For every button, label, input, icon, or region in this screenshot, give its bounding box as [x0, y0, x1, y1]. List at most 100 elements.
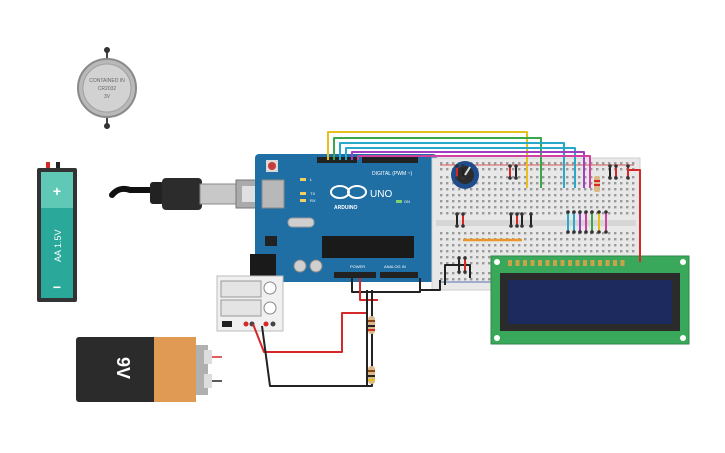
reset-button[interactable]	[268, 162, 276, 170]
lcd-pin[interactable]	[553, 260, 557, 266]
jumper-end	[509, 212, 513, 216]
arduino-uno-board[interactable]: DIGITAL (PWM ~) UNO ARDUINO L TX RX ON P…	[250, 154, 437, 282]
wire-black-gnd	[351, 278, 421, 293]
breadboard-jumpers[interactable]	[455, 164, 630, 274]
arduino-model: UNO	[370, 189, 392, 200]
wire-cyan-1	[339, 142, 565, 188]
jumper-end	[614, 164, 618, 168]
jumper-end	[529, 212, 533, 216]
digital-header-left[interactable]	[317, 157, 357, 163]
jumper-end	[604, 230, 608, 234]
jumper-end	[584, 230, 588, 234]
jumper-end	[455, 224, 459, 228]
jumper-end	[461, 212, 465, 216]
digital-label: DIGITAL (PWM ~)	[372, 171, 412, 177]
jumper-end	[508, 176, 512, 180]
jumper-end	[566, 230, 570, 234]
lcd-pin[interactable]	[523, 260, 527, 266]
wire-black-chain	[444, 264, 471, 285]
jumper-end	[461, 164, 465, 168]
lcd-pin[interactable]	[538, 260, 542, 266]
lcd-pin[interactable]	[568, 260, 572, 266]
on-led-label: ON	[404, 199, 410, 204]
jumper-end	[461, 224, 465, 228]
jumper-end	[578, 210, 582, 214]
jumper-end	[597, 210, 601, 214]
aa-plus-label: +	[53, 183, 61, 199]
arduino-logo-icon	[330, 185, 367, 199]
wire-black-bb	[420, 280, 441, 291]
digital-header-right[interactable]	[362, 157, 418, 163]
lcd-pin[interactable]	[620, 260, 625, 266]
wire-red-pm	[252, 312, 368, 353]
resistor-2[interactable]	[368, 366, 375, 384]
jumper-end	[455, 176, 459, 180]
aa-battery[interactable]: + − AA 1.5V	[37, 162, 77, 302]
jumper-end	[572, 230, 576, 234]
lcd-pin[interactable]	[613, 260, 617, 266]
lcd-pin[interactable]	[560, 260, 565, 266]
jumper-end	[455, 212, 459, 216]
aa-battery-label: AA 1.5V	[53, 229, 63, 262]
wire-purple	[351, 151, 585, 188]
lcd-pin[interactable]	[530, 260, 535, 266]
wire-black-pm	[261, 290, 373, 387]
potentiometer[interactable]	[451, 161, 479, 189]
jumper-end	[515, 212, 519, 216]
lcd-pin-header[interactable]	[508, 260, 625, 266]
nine-volt-label: 9V	[113, 357, 133, 379]
jumper-end	[514, 176, 518, 180]
aa-minus-label: −	[53, 279, 61, 295]
jumper-end	[590, 210, 594, 214]
analog-header[interactable]	[380, 272, 418, 278]
jumper-end	[590, 230, 594, 234]
coin-cell-text-1: CONTAINED IN	[89, 78, 125, 84]
dc-power-jack[interactable]	[250, 254, 276, 276]
wires[interactable]	[252, 131, 641, 387]
power-label: POWER	[350, 264, 365, 269]
wire-cyan-2	[345, 147, 576, 188]
arduino-brand: ARDUINO	[334, 205, 357, 211]
wire-yellow	[327, 131, 528, 188]
jumper-end	[508, 164, 512, 168]
led-l-label: L	[310, 177, 313, 182]
power-header[interactable]	[334, 272, 376, 278]
analog-label: ANALOG IN	[384, 264, 406, 269]
tx-label: TX	[310, 191, 315, 196]
wire-magenta	[357, 155, 591, 188]
lcd-pin[interactable]	[590, 260, 595, 266]
atmega-chip	[322, 236, 414, 258]
lcd-pin[interactable]	[598, 260, 602, 266]
nine-volt-battery[interactable]: 9V	[76, 337, 222, 402]
jumper-end	[566, 210, 570, 214]
lcd-pin[interactable]	[605, 260, 610, 266]
jumper-end	[529, 224, 533, 228]
usb-cable[interactable]	[109, 178, 271, 210]
power-supply-module[interactable]	[216, 275, 284, 332]
resistor-1[interactable]	[368, 316, 375, 334]
lcd-16x2-display[interactable]	[490, 255, 690, 345]
rx-label: RX	[310, 198, 316, 203]
jumper-end	[584, 210, 588, 214]
lcd-pin[interactable]	[515, 260, 520, 266]
resistor-breadboard[interactable]	[594, 176, 600, 192]
coin-cell-battery[interactable]: CONTAINED IN CR2032 3V	[77, 47, 137, 129]
jumper-end	[608, 176, 612, 180]
lcd-pin[interactable]	[545, 260, 550, 266]
wire-red-lcd	[628, 169, 641, 262]
jumper-end	[608, 164, 612, 168]
jumper-end	[457, 270, 461, 274]
lcd-pin[interactable]	[583, 260, 587, 266]
jumper-end	[515, 224, 519, 228]
coin-cell-text-3: 3V	[104, 94, 111, 100]
jumper-end	[457, 256, 461, 260]
jumper-end	[455, 164, 459, 168]
jumper-end	[578, 230, 582, 234]
jumper-end	[626, 164, 630, 168]
jumper-end	[514, 164, 518, 168]
coin-cell-text-2: CR2032	[98, 86, 117, 92]
jumper-end	[626, 176, 630, 180]
lcd-pin[interactable]	[575, 260, 580, 266]
lcd-pin[interactable]	[508, 260, 512, 266]
